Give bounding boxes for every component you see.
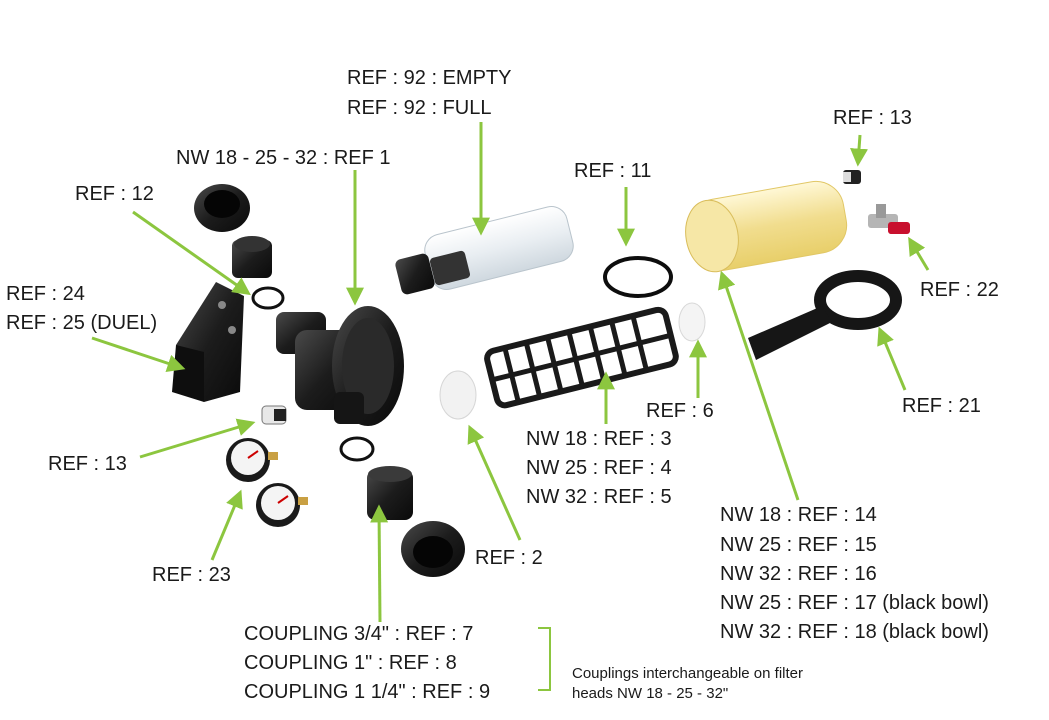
arrow-ref23 [210,489,243,561]
pointer-arrows [91,122,930,623]
label-nw18-ref14: NW 18 : REF : 14 [720,504,877,526]
o-ring-small-top [251,286,285,310]
bowl-spanner [748,270,902,360]
label-ref13-left: REF : 13 [48,453,127,475]
label-nw-ref1: NW 18 - 25 - 32 : REF 1 [176,147,391,169]
label-nw32-ref18: NW 32 : REF : 18 (black bowl) [720,621,989,643]
cartridge-clear [395,206,574,295]
label-coupling-1: COUPLING 1" : REF : 8 [244,652,457,674]
coupling-bracket [538,627,551,691]
o-ring-large [603,256,673,298]
o-ring-mid [339,436,375,462]
coupling-bottom [367,466,413,520]
label-nw18-ref3: NW 18 : REF : 3 [526,428,672,450]
label-ref24: REF : 24 [6,283,85,305]
union-nut-top [194,184,250,232]
label-ref25: REF : 25 (DUEL) [6,312,158,334]
label-coupling-1-1-4: COUPLING 1 1/4" : REF : 9 [244,681,491,703]
label-ref6: REF : 6 [646,400,714,422]
cap-white [678,302,706,342]
arrow-ref14 [718,270,800,501]
pressure-gauge-2 [256,483,308,527]
label-ref23: REF : 23 [152,564,231,586]
label-nw25-ref17: NW 25 : REF : 17 (black bowl) [720,592,989,614]
arrow-ref13-top [850,134,869,167]
label-ref11: REF : 11 [574,160,652,182]
label-nw32-ref16: NW 32 : REF : 16 [720,563,877,585]
arrow-ref13-left [139,418,256,459]
label-ref21: REF : 21 [902,395,981,417]
arrow-ref21 [877,326,907,391]
label-coupling-3-4: COUPLING 3/4" : REF : 7 [244,623,474,645]
label-nw32-ref5: NW 32 : REF : 5 [526,486,672,508]
filter-cage [484,306,679,409]
arrow-ref12 [132,210,251,296]
wall-bracket [172,282,244,402]
label-ref92-empty: REF : 92 : EMPTY [347,67,512,89]
arrow-ref7 [370,504,389,623]
pressure-gauge-1 [226,438,278,482]
label-nw25-ref4: NW 25 : REF : 4 [526,457,672,479]
label-ref92-full: REF : 92 : FULL [347,97,492,119]
seal-white [439,370,477,420]
filter-head [276,306,404,426]
union-nut-bottom [401,521,465,577]
label-ref13-top: REF : 13 [833,107,912,129]
plug-left [261,405,287,425]
arrow-ref2 [467,424,522,541]
label-ref2: REF : 2 [475,547,543,569]
label-ref12: REF : 12 [75,183,154,205]
plug-top [843,170,861,184]
coupling-top [232,236,272,278]
note-line-1: Couplings interchangeable on filter [572,665,803,682]
drain-valve [868,204,910,234]
arrow-ref24 [91,336,186,372]
label-ref22: REF : 22 [920,279,999,301]
label-nw25-ref15: NW 25 : REF : 15 [720,534,877,556]
filter-bowl [685,180,848,273]
arrow-ref22 [908,236,930,271]
note-line-2: heads NW 18 - 25 - 32" [572,685,729,702]
